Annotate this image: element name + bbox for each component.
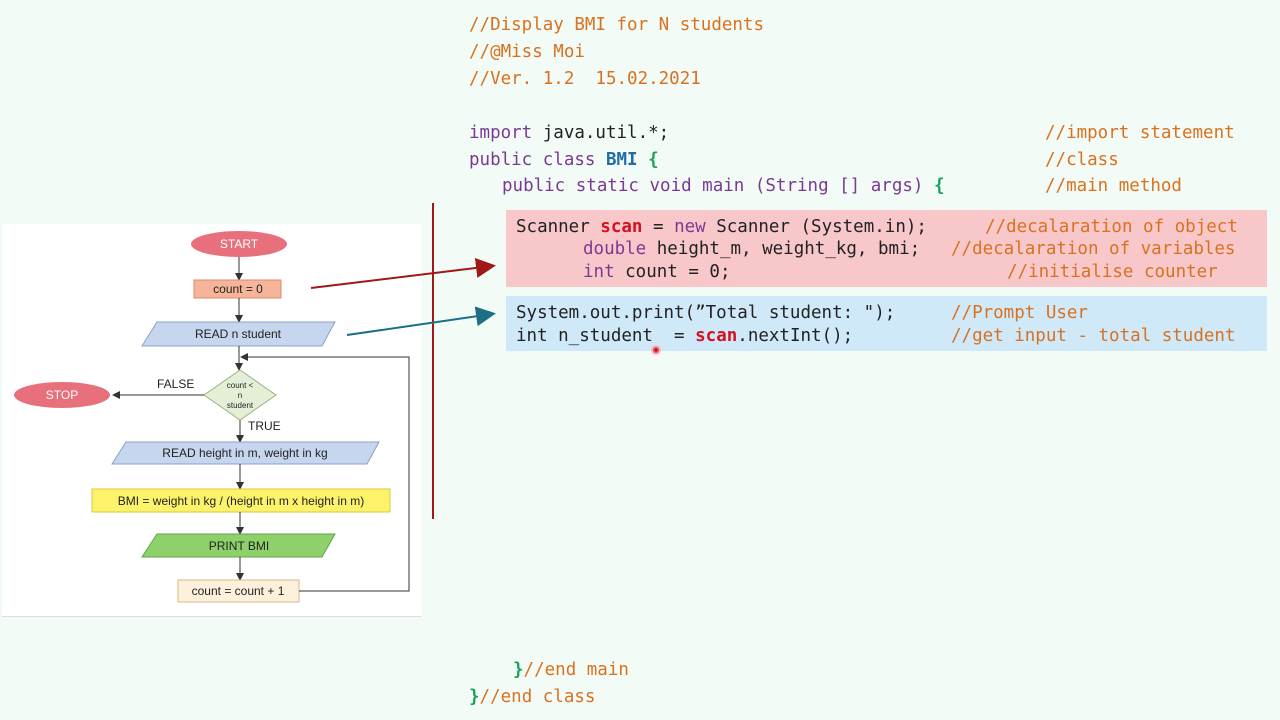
print-label: PRINT BMI (209, 539, 269, 553)
header-comment-author: //@Miss Moi (469, 42, 585, 62)
loop-back-arrow (240, 353, 410, 592)
code-line-print: System.out.print(”Total student: "); (516, 303, 896, 323)
stop-terminal (14, 382, 110, 408)
false-label: FALSE (157, 377, 194, 391)
nextint-call: .nextInt(); (737, 326, 854, 346)
scanner-comment: //decalaration of object (985, 217, 1238, 237)
double-comment: //decalaration of variables (951, 239, 1236, 259)
import-keyword: import (469, 123, 533, 143)
read-hw-io (111, 441, 380, 465)
code-line-int-count: int count = 0; (583, 262, 731, 282)
code-line-nextint: int n_student = scan.nextInt(); (516, 326, 853, 346)
end-class-brace: } (469, 687, 480, 707)
scanner-constructor: Scanner (System.in); (705, 217, 927, 237)
flowchart-svg: START count = 0 READ n student count < n… (14, 231, 410, 603)
count-comment: //initialise counter (1007, 262, 1218, 282)
print-io (141, 533, 336, 558)
print-comment: //Prompt User (951, 303, 1088, 323)
class-name: BMI (605, 150, 638, 170)
count-init: count = 0; (614, 262, 731, 282)
scan-variable: scan (600, 217, 643, 237)
main-open-brace: { (933, 176, 945, 196)
pointer-cursor (651, 345, 661, 355)
divider-line (432, 203, 434, 519)
start-terminal (191, 231, 287, 257)
header-comment-title: //Display BMI for N students (469, 15, 765, 35)
read-hw-label: READ height in m, weight in kg (162, 446, 327, 460)
public-class-keyword: public class (469, 150, 606, 170)
end-class-comment: //end class (479, 687, 596, 707)
decision-line-1: count < (227, 381, 254, 390)
true-label: TRUE (248, 419, 281, 433)
code-line-import: import java.util.*; (469, 123, 669, 143)
declarations-highlight (506, 210, 1267, 287)
scanner-type: Scanner (516, 217, 601, 237)
flowchart-panel: START count = 0 READ n student count < n… (2, 224, 421, 617)
double-vars: height_m, weight_kg, bmi; (646, 239, 921, 259)
compute-label: BMI = weight in kg / (height in m x heig… (118, 494, 364, 508)
increment-label: count = count + 1 (192, 584, 285, 598)
input-highlight (506, 296, 1267, 351)
class-open-brace: { (637, 150, 659, 170)
double-keyword: double (583, 239, 647, 259)
code-line-class: public class BMI { (469, 150, 659, 170)
decision-line-3: student (227, 401, 254, 410)
end-main-brace: } (513, 660, 524, 680)
class-comment: //class (1045, 150, 1119, 170)
nstudent-comment: //get input - total student (951, 326, 1236, 346)
code-line-double: double height_m, weight_kg, bmi; (583, 239, 920, 259)
start-label: START (220, 237, 259, 251)
header-comment-version: //Ver. 1.2 15.02.2021 (469, 69, 701, 89)
read-n-label: READ n student (195, 327, 282, 341)
scan-variable-ref: scan (695, 326, 738, 346)
code-line-end-main: }//end main (513, 660, 629, 680)
compute-process (91, 488, 391, 513)
new-keyword: new (674, 217, 706, 237)
code-line-end-class: }//end class (469, 687, 595, 707)
nstudent-decl: int n_student = (516, 326, 696, 346)
decision-line-2: n (238, 391, 242, 400)
code-line-main: public static void main (String [] args)… (502, 176, 945, 196)
import-comment: //import statement (1045, 123, 1235, 143)
main-comment: //main method (1045, 176, 1182, 196)
init-label: count = 0 (213, 282, 263, 296)
assign-op: = (642, 217, 675, 237)
int-keyword: int (583, 262, 615, 282)
stop-label: STOP (46, 388, 78, 402)
end-main-comment: //end main (523, 660, 629, 680)
init-process (193, 279, 282, 299)
read-n-io (141, 321, 336, 347)
code-line-scanner: Scanner scan = new Scanner (System.in); (516, 217, 927, 237)
main-signature: public static void main (String [] args) (502, 176, 934, 196)
import-package: java.util.*; (532, 123, 670, 143)
